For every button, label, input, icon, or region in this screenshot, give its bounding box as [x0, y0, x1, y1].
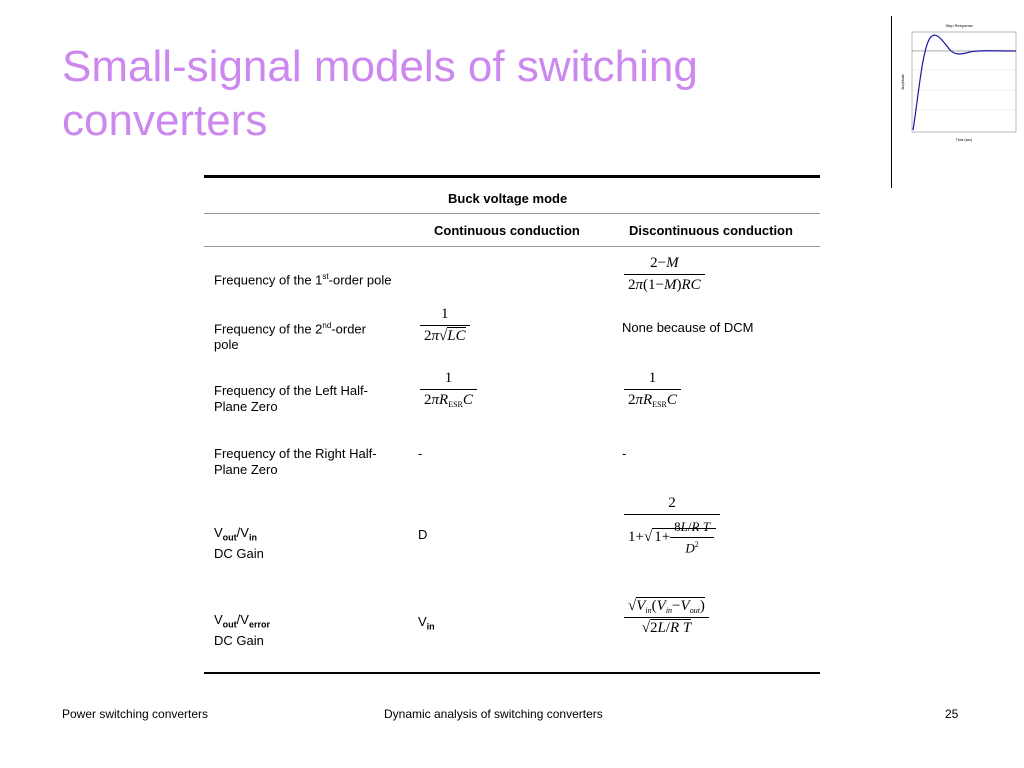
ccm-vout-vin-value: D: [418, 527, 428, 542]
table-bottom-rule: [204, 672, 820, 674]
dcm-second-order-pole-text: None because of DCM: [622, 320, 754, 335]
thumbnail-xlabel: Time (sec): [956, 138, 972, 142]
row-label-first-order-pole: Frequency of the 1st-order pole: [214, 272, 392, 288]
subheader-rule: [204, 246, 820, 247]
ccm-vout-verror-value: Vin: [418, 614, 435, 632]
divider-line: [891, 16, 892, 188]
footer-course-title: Power switching converters: [62, 707, 209, 721]
dcm-lhp-zero-formula: 1 2πRESRC: [624, 370, 681, 409]
column-header-discontinuous: Discontinuous conduction: [629, 223, 793, 238]
slide-title: Small-signal models of switching convert…: [62, 42, 698, 145]
header-rule: [204, 213, 820, 214]
row-label-lhp-zero: Frequency of the Left Half-Plane Zero: [214, 383, 368, 414]
row-label-rhp-zero: Frequency of the Right Half-Plane Zero: [214, 446, 377, 477]
table-title: Buck voltage mode: [448, 191, 568, 206]
ccm-second-order-pole-formula: 1 2π√LC: [420, 306, 470, 345]
dcm-rhp-zero-value: -: [622, 446, 627, 461]
dcm-first-order-pole-formula: 2−M 2π(1−M)RC: [624, 255, 705, 294]
thumbnail-ylabel: Amplitude: [901, 74, 905, 90]
footer-page-number: 25: [945, 707, 959, 721]
ccm-lhp-zero-formula: 1 2πRESRC: [420, 370, 477, 409]
ccm-rhp-zero-value: -: [418, 446, 423, 461]
step-response-curve: [912, 34, 1017, 131]
table-top-rule: [204, 175, 820, 178]
footer-lecture-title: Dynamic analysis of switching converters: [384, 707, 603, 721]
column-header-continuous: Continuous conduction: [434, 223, 580, 238]
step-response-thumbnail: Step Response Amplitude Time (sec): [901, 23, 1017, 142]
dcm-vout-verror-formula: √Vin(Vin−Vout) √2L/R T: [624, 597, 709, 637]
thumbnail-title: Step Response: [945, 23, 973, 28]
buck-voltage-mode-table: Buck voltage mode Continuous conduction …: [204, 175, 820, 677]
